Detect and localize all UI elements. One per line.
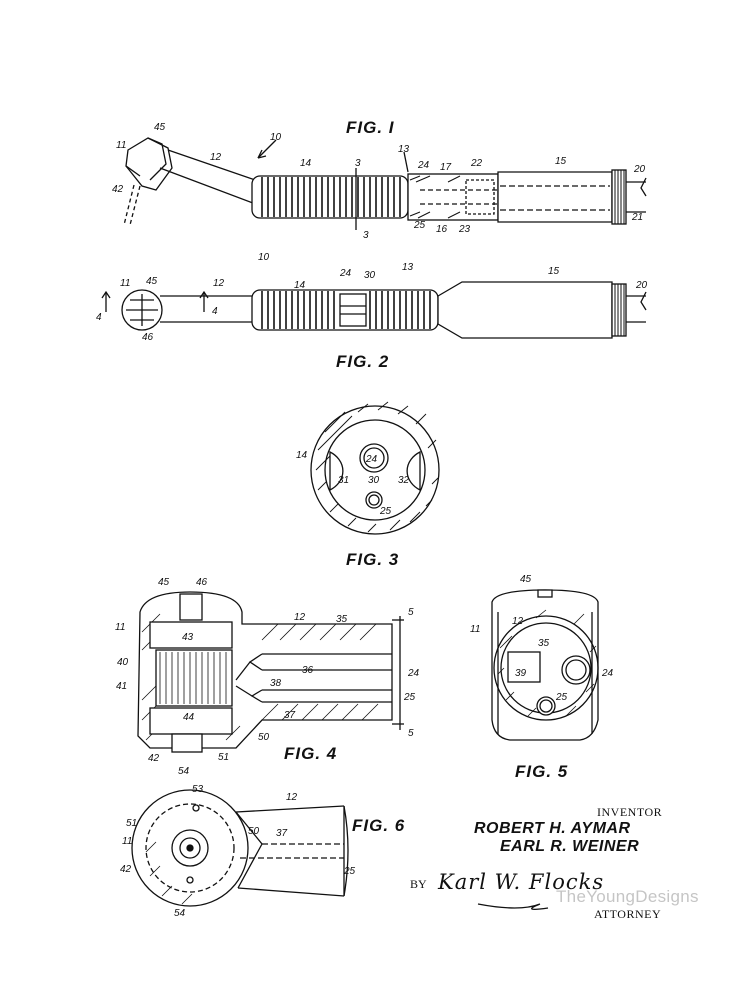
fig5-ref-25: 25 xyxy=(555,692,568,703)
fig1-ref-3b: 3 xyxy=(363,230,369,241)
fig2-ref-46: 46 xyxy=(142,332,154,343)
fig5-label: FIG. 5 xyxy=(515,762,569,781)
fig1-ref-10: 10 xyxy=(270,132,282,143)
fig3-ref-32: 32 xyxy=(398,475,410,486)
fig4-label: FIG. 4 xyxy=(284,744,338,763)
fig3-ref-14: 14 xyxy=(296,450,308,461)
fig6-ref-11: 11 xyxy=(122,836,132,847)
by-label: BY xyxy=(410,877,427,891)
inventor-heading: INVENTOR xyxy=(597,805,663,819)
fig3-label: FIG. 3 xyxy=(346,550,400,569)
fig1-ref-21: 21 xyxy=(631,212,643,223)
fig6-ref-12: 12 xyxy=(286,792,298,803)
fig1-ref-20: 20 xyxy=(633,164,646,175)
inventor-name-1: ROBERT H. AYMAR xyxy=(474,820,631,837)
fig4-ref-37: 37 xyxy=(284,710,296,721)
fig1-ref-12: 12 xyxy=(210,152,222,163)
fig4-ref-45: 45 xyxy=(158,577,170,588)
fig5-drawing xyxy=(491,589,599,741)
fig1-ref-42: 42 xyxy=(112,184,124,195)
fig5-ref-12: 12 xyxy=(512,616,524,627)
fig1-ref-14: 14 xyxy=(300,158,312,169)
inventor-name-2: EARL R. WEINER xyxy=(500,838,640,855)
fig2-ref-24: 24 xyxy=(339,268,352,279)
fig4-ref-51: 51 xyxy=(218,752,229,763)
attorney-signature: Karl W. Flocks xyxy=(438,870,605,894)
fig4-ref-40: 40 xyxy=(117,657,129,668)
watermark: TheYoungDesigns xyxy=(556,887,699,906)
fig4-ref-38: 38 xyxy=(270,678,282,689)
fig5-ref-24: 24 xyxy=(601,668,614,679)
fig2-ref-4b: 4 xyxy=(212,306,218,317)
fig6-drawing xyxy=(131,789,349,907)
fig3-drawing xyxy=(310,401,440,535)
fig6-ref-50: 50 xyxy=(248,826,260,837)
fig6-ref-53: 53 xyxy=(192,784,204,795)
fig6-ref-37: 37 xyxy=(276,828,288,839)
fig2-ref-14: 14 xyxy=(294,280,306,291)
fig1-label: FIG. I xyxy=(346,118,395,137)
fig3-ref-25: 25 xyxy=(379,506,392,517)
fig5-ref-35: 35 xyxy=(538,638,550,649)
fig1-ref-25: 25 xyxy=(413,220,426,231)
fig4-ref-35: 35 xyxy=(336,614,348,625)
fig4-ref-50: 50 xyxy=(258,732,270,743)
fig1-ref-11: 11 xyxy=(116,140,126,151)
fig5-ref-45: 45 xyxy=(520,574,532,585)
fig1-ref-13: 13 xyxy=(398,144,410,155)
fig3-ref-30: 30 xyxy=(368,475,380,486)
fig2-ref-4a: 4 xyxy=(96,312,102,323)
fig2-ref-45: 45 xyxy=(146,276,158,287)
fig4-ref-11: 11 xyxy=(115,622,125,633)
fig3-ref-24: 24 xyxy=(365,454,378,465)
fig1-ref-17: 17 xyxy=(440,162,452,173)
fig1-ref-22: 22 xyxy=(470,158,483,169)
fig4-ref-43: 43 xyxy=(182,632,194,643)
fig6-ref-54: 54 xyxy=(174,908,186,919)
fig2-ref-10: 10 xyxy=(258,252,270,263)
fig5-ref-11: 11 xyxy=(470,624,480,635)
fig2-ref-11: 11 xyxy=(120,278,130,289)
fig1-ref-24: 24 xyxy=(417,160,430,171)
fig4-ref-24: 24 xyxy=(407,668,420,679)
fig4-ref-5b: 5 xyxy=(408,728,414,739)
fig2-ref-20: 20 xyxy=(635,280,648,291)
fig2-ref-13: 13 xyxy=(402,262,414,273)
fig4-ref-42: 42 xyxy=(148,753,160,764)
fig1-drawing xyxy=(123,137,647,230)
fig4-ref-12: 12 xyxy=(294,612,306,623)
fig2-drawing xyxy=(101,281,647,339)
signature-flourish xyxy=(477,903,549,910)
fig4-ref-41: 41 xyxy=(116,681,127,692)
fig5-ref-39: 39 xyxy=(515,668,527,679)
fig2-ref-12: 12 xyxy=(213,278,225,289)
fig1-ref-15: 15 xyxy=(555,156,567,167)
fig4-ref-25: 25 xyxy=(403,692,416,703)
fig4-ref-36: 36 xyxy=(302,665,314,676)
fig4-ref-46: 46 xyxy=(196,577,208,588)
fig1-ref-45: 45 xyxy=(154,122,166,133)
fig4-ref-5a: 5 xyxy=(408,607,414,618)
fig6-ref-42: 42 xyxy=(120,864,132,875)
fig2-label: FIG. 2 xyxy=(336,352,390,371)
fig1-ref-23: 23 xyxy=(458,224,471,235)
fig2-ref-15: 15 xyxy=(548,266,560,277)
fig4-ref-44: 44 xyxy=(183,712,195,723)
fig6-ref-25: 25 xyxy=(343,866,356,877)
fig4-ref-54: 54 xyxy=(178,766,190,777)
fig1-ref-16: 16 xyxy=(436,224,448,235)
attorney-heading: ATTORNEY xyxy=(594,907,662,921)
fig2-ref-30: 30 xyxy=(364,270,376,281)
fig1-ref-3a: 3 xyxy=(355,158,361,169)
reference-numerals: 3 3 10 11 12 13 14 15 16 17 20 21 22 23 … xyxy=(96,122,648,919)
fig6-label: FIG. 6 xyxy=(352,816,406,835)
fig6-ref-51: 51 xyxy=(126,818,137,829)
fig3-ref-31: 31 xyxy=(338,475,349,486)
fig4-drawing xyxy=(137,591,404,753)
